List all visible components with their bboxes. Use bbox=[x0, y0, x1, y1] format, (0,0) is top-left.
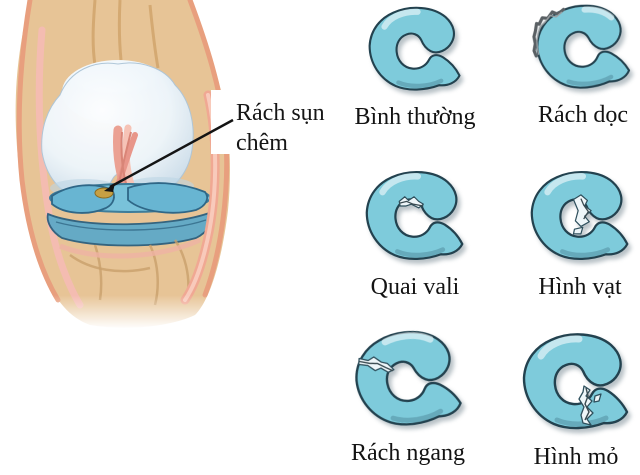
meniscus-bucket-handle-icon bbox=[365, 171, 464, 260]
meniscus-cell-bucket-handle: Quai vali bbox=[350, 168, 480, 301]
meniscus-label-transverse: Rách ngang bbox=[351, 440, 465, 466]
longitudinal-tear-mark bbox=[532, 7, 566, 58]
meniscus-cell-flap: Hình vạt bbox=[515, 168, 640, 301]
meniscus-label-beak: Hình mỏ bbox=[533, 444, 619, 470]
menisci-blue bbox=[46, 182, 214, 247]
meniscus-cell-normal: Bình thường bbox=[350, 4, 480, 131]
meniscus-label-normal: Bình thường bbox=[354, 104, 476, 130]
meniscus-beak-icon bbox=[522, 333, 629, 430]
beak-tear-mark bbox=[578, 385, 602, 426]
bottom-fade bbox=[0, 295, 235, 335]
meniscus-label-longitudinal: Rách dọc bbox=[538, 102, 628, 128]
transverse-tear-mark bbox=[358, 356, 395, 373]
meniscus-transverse-tear-icon bbox=[355, 330, 462, 426]
annotation-arrow bbox=[104, 118, 234, 192]
meniscus-flap-icon bbox=[530, 171, 629, 260]
meniscus-label-flap: Hình vạt bbox=[538, 274, 622, 300]
meniscus-longitudinal-tear-icon bbox=[532, 4, 631, 89]
meniscus-normal-icon bbox=[368, 6, 461, 91]
meniscus-label-bucket-handle: Quai vali bbox=[370, 274, 460, 300]
knee-illustration bbox=[0, 0, 235, 335]
meniscus-cell-longitudinal: Rách dọc bbox=[518, 2, 640, 129]
flap-tear-mark bbox=[572, 194, 592, 235]
bucket-handle-tear-mark bbox=[398, 196, 424, 209]
meniscus-cell-beak: Hình mỏ bbox=[510, 330, 640, 471]
meniscus-cell-transverse: Rách ngang bbox=[342, 328, 474, 467]
knee-illustration-svg bbox=[0, 0, 235, 335]
meniscus-tear-annotation: Rách sụn chêm bbox=[236, 98, 342, 158]
